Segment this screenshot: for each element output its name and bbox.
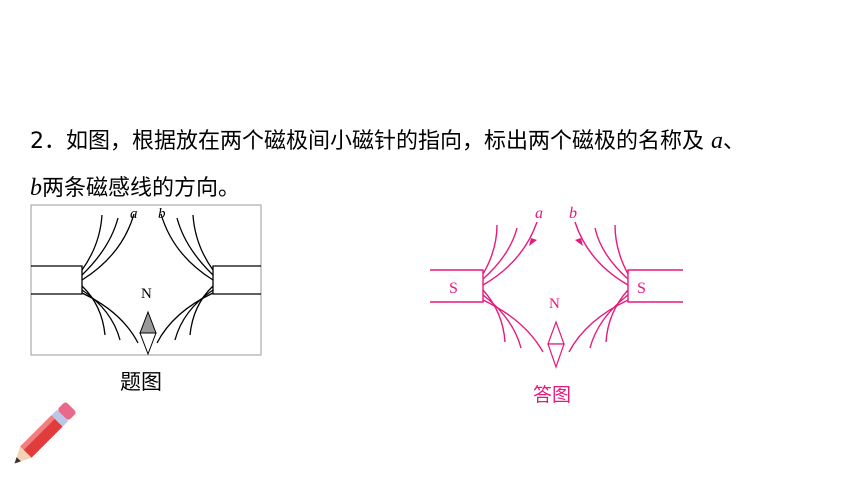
question-var-a: a — [711, 128, 723, 154]
question-part2: 、 — [723, 129, 746, 154]
question-needle-label: N — [141, 286, 152, 302]
answer-label-a: a — [535, 205, 543, 222]
answer-left-magnet — [430, 269, 484, 303]
question-label-b: b — [158, 206, 166, 222]
answer-needle-label: N — [549, 296, 560, 312]
question-figure-frame — [30, 204, 262, 356]
answer-caption: 答图 — [533, 384, 572, 406]
answer-left-pole: S — [449, 280, 458, 297]
answer-arrow-a — [529, 238, 537, 246]
question-figure: a b N — [30, 204, 262, 356]
answer-right-pole: S — [637, 280, 646, 297]
question-right-magnet — [212, 265, 261, 295]
question-part1: 如图，根据放在两个磁极间小磁针的指向，标出两个磁极的名称及 — [66, 129, 711, 154]
answer-label-b: b — [569, 205, 577, 222]
question-number: 2． — [30, 129, 66, 154]
answer-figure: a b S S N — [430, 205, 683, 369]
question-needle — [139, 310, 157, 356]
question-left-magnet — [31, 265, 83, 295]
answer-right-magnet — [627, 269, 683, 303]
answer-needle — [547, 320, 565, 369]
question-var-b: b — [30, 175, 42, 201]
question-caption: 题图 — [120, 370, 162, 394]
question-label-a: a — [130, 206, 138, 222]
question-part3: 两条磁感线的方向。 — [42, 176, 241, 201]
answer-arrow-b — [575, 238, 583, 246]
question-text: 2．如图，根据放在两个磁极间小磁针的指向，标出两个磁极的名称及 a、 b两条磁感线… — [30, 118, 830, 212]
pencil-icon — [14, 402, 76, 464]
